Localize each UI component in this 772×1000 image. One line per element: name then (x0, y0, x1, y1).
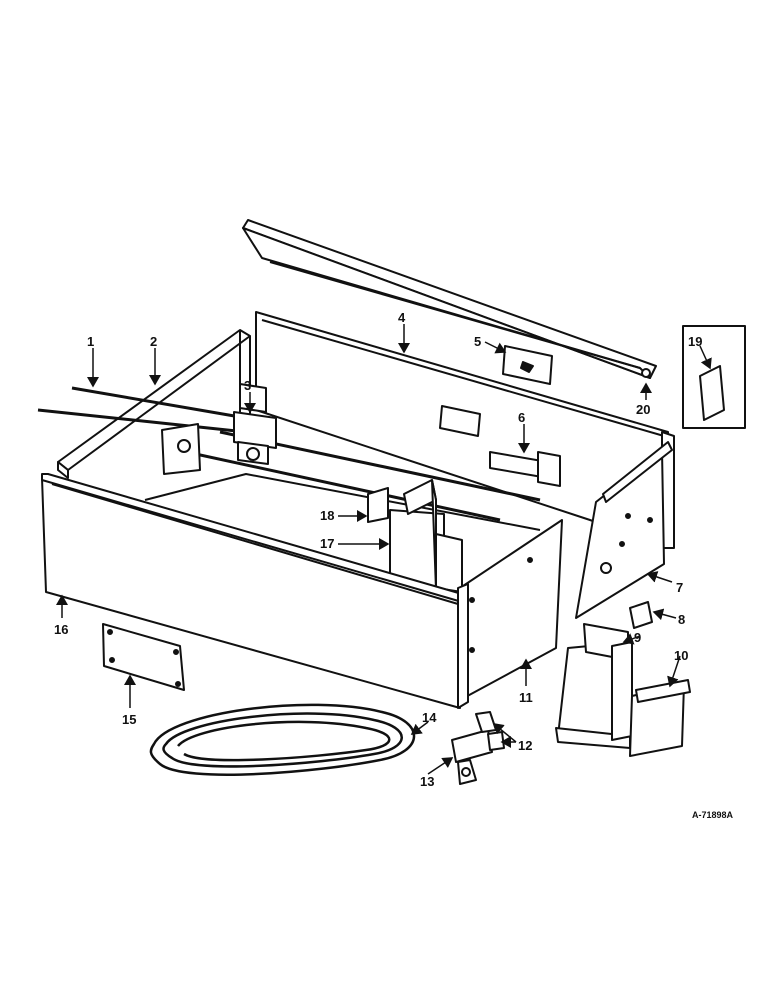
callout-15: 15 (122, 712, 136, 727)
front-right-panel (457, 519, 563, 709)
access-plate (102, 623, 185, 691)
callout-13: 13 (420, 774, 434, 789)
callout-19: 19 (688, 334, 702, 349)
cover-plate (629, 679, 691, 757)
callout-16: 16 (54, 622, 68, 637)
callout-10: 10 (674, 648, 688, 663)
drive-belt (149, 703, 416, 776)
reference-code: A-71898A (692, 810, 734, 820)
callout-18: 18 (320, 508, 334, 523)
latch-assembly (451, 711, 505, 785)
callout-4: 4 (398, 310, 406, 325)
callout-8: 8 (678, 612, 685, 627)
hopper-bracket (489, 451, 561, 487)
small-plate (629, 601, 653, 629)
right-end-panel (575, 441, 673, 619)
callout-leaders (56, 324, 712, 775)
callout-3: 3 (244, 378, 251, 393)
bearing-bracket (233, 383, 277, 465)
callout-14: 14 (422, 710, 437, 725)
floor-frame (144, 473, 541, 531)
label-plate (439, 405, 481, 437)
front-wall (41, 473, 463, 709)
callout-labels: 1 2 3 4 5 6 7 8 9 10 11 12 13 14 15 16 1… (54, 310, 734, 820)
callout-20: 20 (636, 402, 650, 417)
seed-spout (555, 623, 633, 749)
callout-5: 5 (474, 334, 481, 349)
lid-panel (242, 219, 657, 379)
hopper-divider (389, 479, 463, 593)
callout-9: 9 (634, 630, 641, 645)
callout-12: 12 (518, 738, 532, 753)
callout-11: 11 (519, 690, 533, 705)
left-rail (57, 329, 251, 479)
callout-7: 7 (676, 580, 683, 595)
callout-2: 2 (150, 334, 157, 349)
callout-17: 17 (320, 536, 334, 551)
callout-6: 6 (518, 410, 525, 425)
inset-bracket (699, 365, 725, 421)
callout-1: 1 (87, 334, 94, 349)
divider-plate (367, 487, 389, 523)
